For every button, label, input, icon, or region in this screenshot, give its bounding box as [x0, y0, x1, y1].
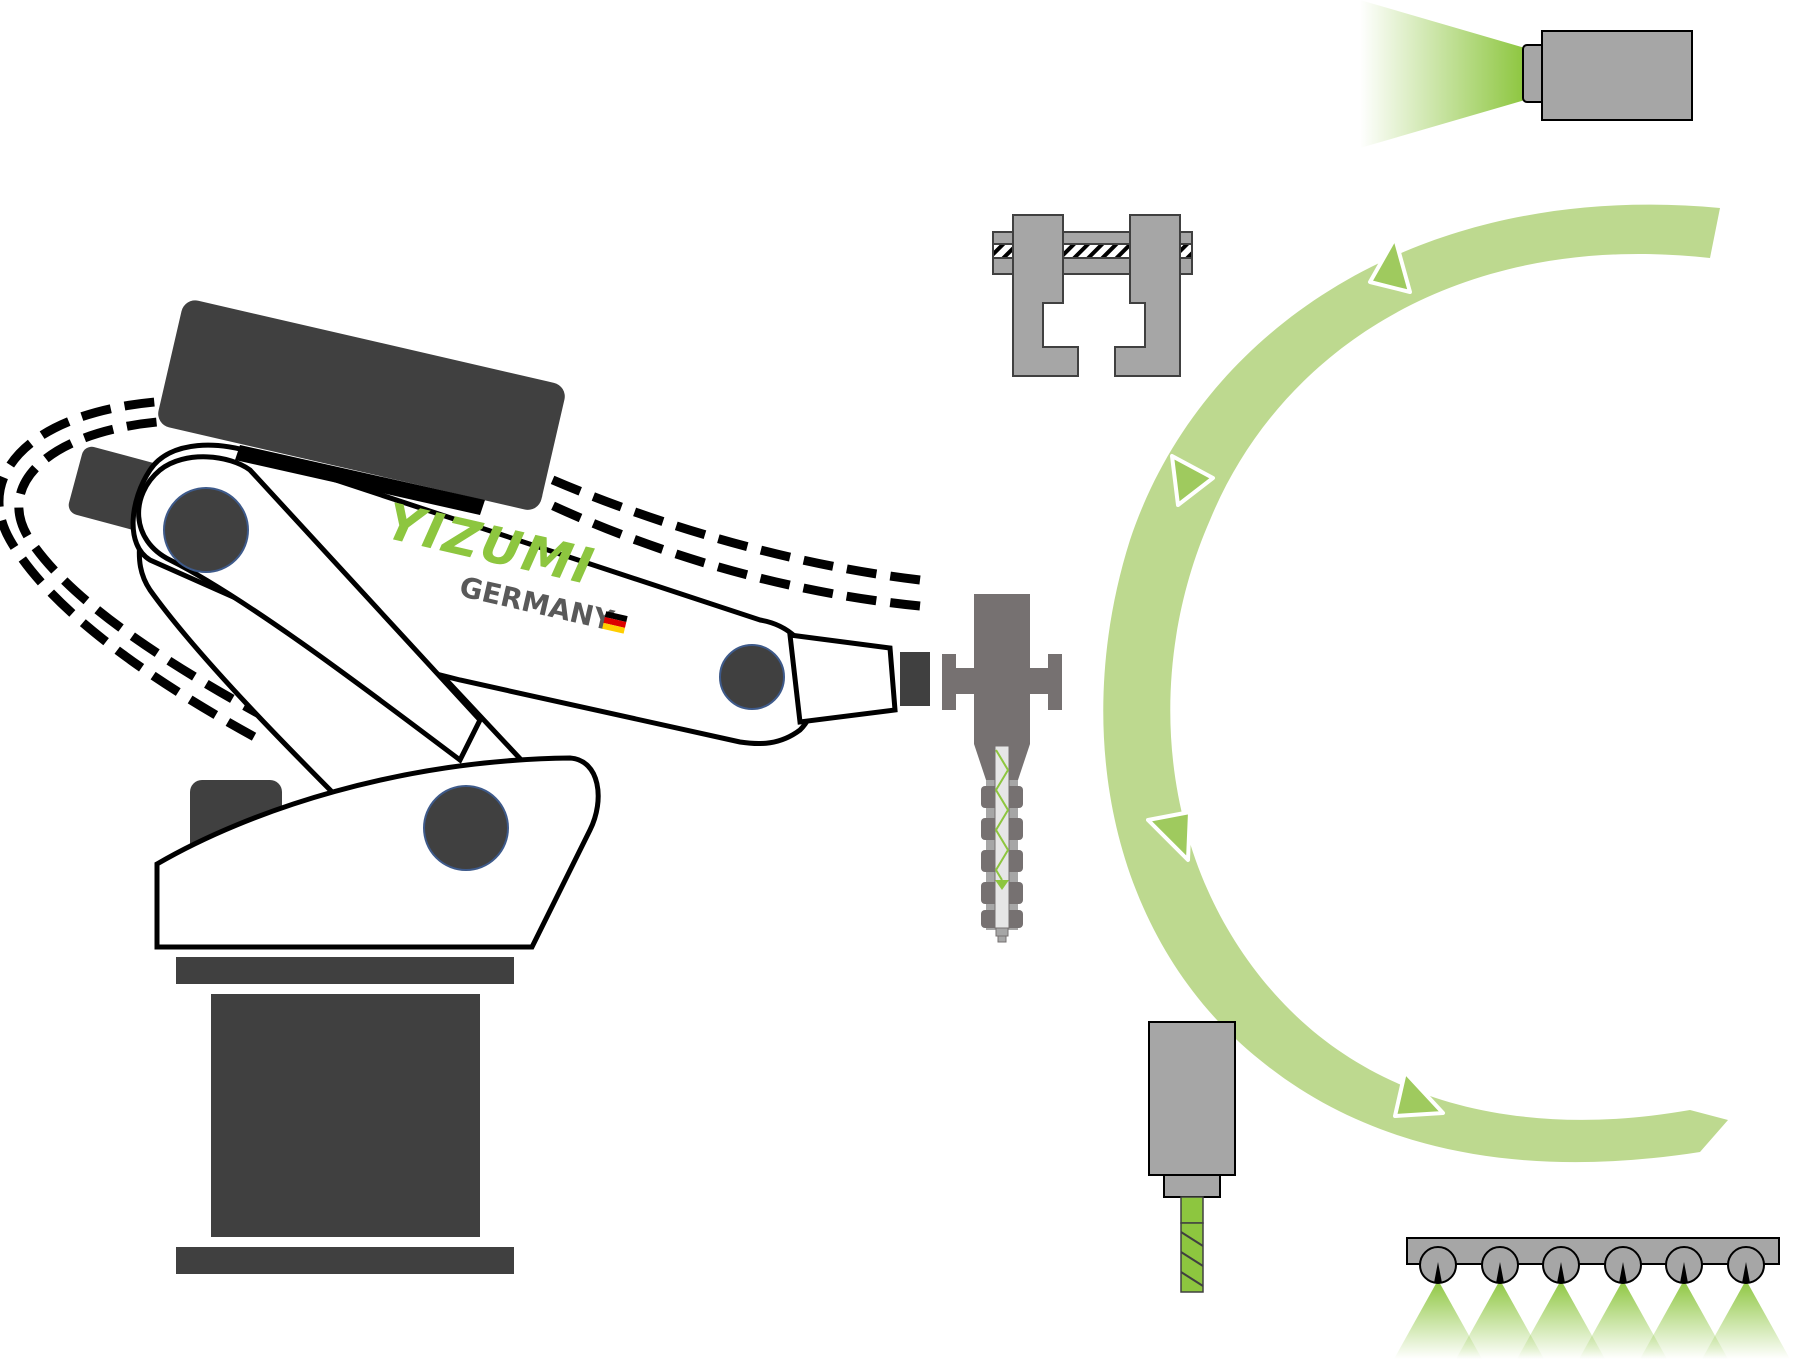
- robot-pedestal: [211, 994, 480, 1237]
- spray-beams: [1394, 1280, 1790, 1359]
- extruder-mount-left: [942, 654, 956, 710]
- mill-bit-shank: [1180, 1196, 1204, 1224]
- extruder-barrel: [981, 745, 1023, 943]
- top-motor-strip: [235, 445, 485, 515]
- extruder-mount-bar: [944, 668, 1062, 694]
- german-flag-icon: [602, 611, 628, 634]
- joint-shoulder: [163, 487, 249, 573]
- camera-icon: [1541, 30, 1693, 121]
- clamp-station: [992, 214, 1193, 377]
- milling-station: [1148, 1021, 1236, 1293]
- camera-station: [1360, 0, 1693, 148]
- nozzle-tips: [1434, 1262, 1750, 1283]
- extruder-mount-right: [1048, 654, 1062, 710]
- wrist: [787, 632, 898, 725]
- robot-base-flange-bottom: [176, 1247, 514, 1274]
- clamp-jaw-left: [1012, 214, 1079, 377]
- extruder-tool: [942, 594, 1062, 943]
- cycle-arc: [1103, 204, 1728, 1163]
- camera-beam: [1360, 0, 1525, 148]
- top-motor-housing: [158, 300, 565, 510]
- joint-base: [423, 785, 509, 871]
- clamp-jaw-right: [1114, 214, 1181, 377]
- spray-station: [1394, 1237, 1790, 1359]
- cycle-arrowhead: [1146, 236, 1445, 1118]
- spindle-collet: [1163, 1174, 1221, 1198]
- milling-spindle-icon: [1148, 1021, 1236, 1176]
- robot-base-flange-top: [176, 957, 514, 984]
- joint-elbow: [719, 644, 785, 710]
- tool-flange: [900, 652, 930, 706]
- nozzle-manifold: [1406, 1237, 1780, 1265]
- process-cycle-arrow: [1103, 204, 1728, 1163]
- robot-arm: YIZUMI GERMANY: [0, 300, 930, 1274]
